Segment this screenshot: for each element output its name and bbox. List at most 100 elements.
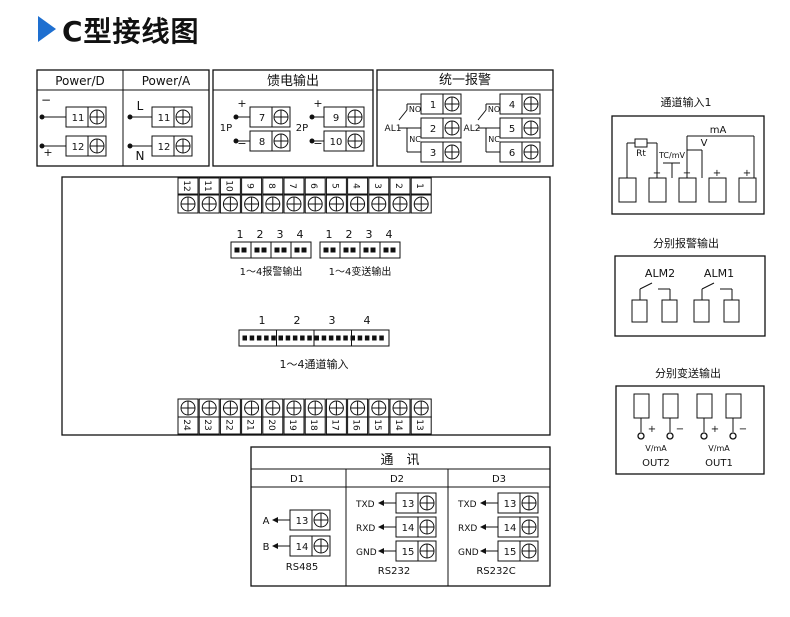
comm-d1-a: A <box>263 516 270 527</box>
device-bottom-term-num: 22 <box>223 419 233 430</box>
feed-p2-plus: + <box>313 97 322 110</box>
device-bottom-term-num-box <box>410 416 432 435</box>
device-trans-conn-pin <box>390 247 396 253</box>
device-top-term-screw <box>389 194 411 214</box>
comm-header: 通 讯 <box>380 453 419 468</box>
alarm-al2-t0-num: 4 <box>509 100 515 111</box>
comm-d2-arrow-head <box>378 524 384 530</box>
side-input-term <box>708 177 727 203</box>
feed-t8-num: 8 <box>259 137 265 148</box>
device-top-term-screw <box>262 194 284 214</box>
device-top-term-screw <box>283 194 305 214</box>
device-top-term-num-box <box>304 177 326 195</box>
power-a-t11-screw-box <box>173 106 193 128</box>
side-out2-minus: − <box>676 424 684 435</box>
comm-d1-t13-num: 13 <box>296 516 309 527</box>
comm-d3: D3 <box>492 474 506 485</box>
power-d-t12-screw-box <box>87 135 107 157</box>
device-trans-conn-pin-label: 1 <box>326 228 333 241</box>
device-trans-conn-pin-label: 2 <box>346 228 353 241</box>
device-top-term-num: 9 <box>245 183 255 189</box>
device-bottom-term-num-box <box>177 416 199 435</box>
alarm-al1-t2-screw-box <box>442 141 462 163</box>
side-out1-label: OUT1 <box>705 458 733 469</box>
device-input-pin <box>336 335 341 341</box>
device-top-term-screw <box>198 194 220 214</box>
device-trans-conn-caption: 1～4变送输出 <box>329 265 392 278</box>
comm-d3-name: RS232C <box>476 566 515 577</box>
device-alarm-conn-pin <box>294 247 300 253</box>
device-input-pin <box>292 335 298 341</box>
device-top-term-screw <box>241 194 263 214</box>
power-a-l: L <box>137 99 144 113</box>
side-input-title: 通道输入1 <box>661 95 712 109</box>
comm-d2-sig-label: GND <box>356 548 377 558</box>
device-top-term-num: 5 <box>329 183 339 189</box>
comm-d3-term-num: 14 <box>504 523 517 534</box>
device-alarm-conn-pin <box>274 247 280 253</box>
side-alm2-relay-term2 <box>661 299 678 323</box>
side-input-plus2: + <box>713 168 721 179</box>
side-input-box <box>611 115 765 215</box>
side-out2-term1 <box>633 393 650 419</box>
comm-d1: D1 <box>290 474 304 485</box>
alarm-al2-t1-num: 5 <box>509 124 515 135</box>
device-top-term-num-box <box>325 177 347 195</box>
device-bottom-term-num: 18 <box>308 419 318 431</box>
side-rt-resistor <box>634 138 648 148</box>
power-a-n: N <box>136 149 145 163</box>
comm-d2-arrow-head <box>378 500 384 506</box>
comm-d1-t13-screw-box <box>311 509 331 531</box>
comm-d2-term-num: 15 <box>402 547 415 558</box>
alarm-al1-t1-num: 2 <box>430 124 436 135</box>
device-top-term-num: 4 <box>351 183 361 189</box>
side-v-label: V <box>701 138 708 149</box>
device-top-term-num: 11 <box>202 180 212 191</box>
device-top-term-screw <box>368 194 390 214</box>
device-bottom-term-num: 24 <box>181 419 191 431</box>
alarm-al1-t2-num: 3 <box>430 148 436 159</box>
device-input-pin <box>350 335 355 341</box>
feed-p1-plus: + <box>237 97 246 110</box>
alarm-al2-sw <box>477 109 487 121</box>
comm-d3-sig-label: GND <box>458 548 479 558</box>
comm-d3-sig-label: TXD <box>457 500 477 510</box>
device-trans-conn-pin <box>383 247 389 253</box>
side-alm1-relay-term1 <box>693 299 710 323</box>
alarm-box <box>376 69 554 167</box>
comm-d3-term-screw-box <box>519 540 539 562</box>
power-a-t12-num: 12 <box>158 142 171 153</box>
device-bottom-term-num: 13 <box>414 419 424 430</box>
feed-t10-screw-box <box>345 130 365 152</box>
device-top-term-num-box <box>410 177 432 195</box>
device-trans-conn-pin <box>363 247 369 253</box>
side-alm1: ALM1 <box>704 267 734 280</box>
feed-t7-num: 7 <box>259 113 265 124</box>
device-top-term-screw <box>410 194 432 214</box>
comm-d1-name: RS485 <box>286 562 318 573</box>
power-d-minus: − <box>41 93 51 107</box>
side-out1-term2 <box>725 393 742 419</box>
device-alarm-conn-pin <box>301 247 307 253</box>
power-d-plus: + <box>43 146 52 159</box>
device-bottom-term-num-box <box>283 416 305 435</box>
device-bottom-term-num-box <box>241 416 263 435</box>
device-top-term-num-box <box>198 177 220 195</box>
page-title: C型接线图 <box>62 15 200 48</box>
side-input-term <box>618 177 637 203</box>
feed-box <box>212 69 374 167</box>
device-alarm-conn-pin <box>234 247 240 253</box>
device-input-pin <box>256 335 262 341</box>
device-input-pin <box>307 335 312 341</box>
device-input-pin <box>357 335 363 341</box>
feed-p2-minus: − <box>313 137 322 150</box>
device-input-pin <box>278 335 283 341</box>
comm-d1-arrow-a-head <box>272 517 278 523</box>
alarm-al1-t0-num: 1 <box>430 100 436 111</box>
side-out1-minus: − <box>739 424 747 435</box>
device-input-pin <box>271 335 276 341</box>
feed-t8-screw-box <box>271 130 291 152</box>
device-bottom-term-num: 19 <box>287 419 297 431</box>
power-a-header: Power/A <box>142 74 191 88</box>
device-input-pin <box>321 335 327 341</box>
